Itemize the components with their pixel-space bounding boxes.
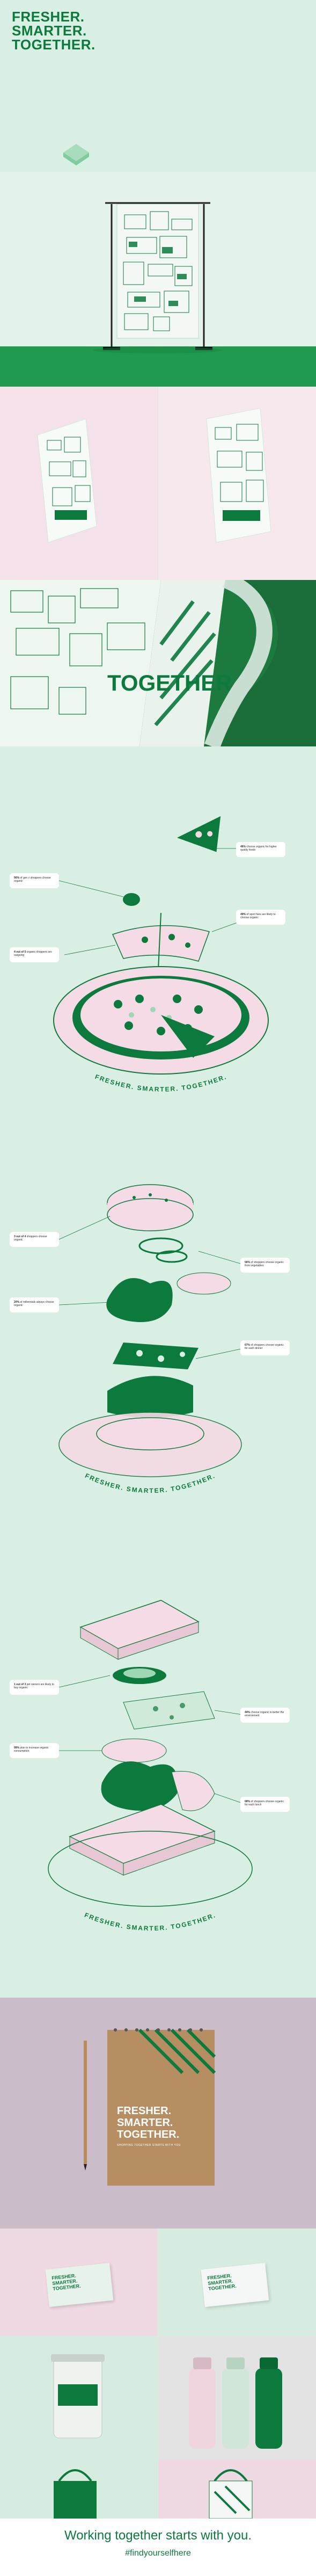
brand-logo-icon xyxy=(63,144,89,165)
sandwich-annotation-1: 1 out of 3 pet owners are likely to buy … xyxy=(10,1680,59,1695)
pizza-annotation-4: 4 out of 5 organic shoppers are outgoing xyxy=(10,947,59,962)
sandwich-annotation-4: 68% of shoppers choose organic for each … xyxy=(240,1797,290,1812)
burger-infographic-section: FRESHER. SMARTER. TOGETHER. 3 out of 4 s… xyxy=(0,1122,316,1514)
notebook-section: FRESHER. SMARTER. TOGETHER. SHOPPING TOG… xyxy=(0,1998,316,2229)
poster-title-text: TOGETHER. xyxy=(107,670,238,695)
sandwich-infographic-section: FRESHER. SMARTER. TOGETHER. 1 out of 3 p… xyxy=(0,1514,316,1998)
business-card-right: FRESHER. SMARTER. TOGETHER. xyxy=(201,2262,269,2307)
sandwich-annotation-3: 99% plan to increase organic consumption xyxy=(10,1743,59,1758)
pizza-slogan: FRESHER. SMARTER. TOGETHER. xyxy=(94,1073,228,1093)
poster-stand-illustration xyxy=(0,172,316,387)
burger-annotation-2: 56% of shoppers choose organic from vege… xyxy=(240,1258,290,1273)
notebook-line-1: FRESHER. xyxy=(117,2105,172,2117)
poster-stand-section xyxy=(0,172,316,387)
posters-pair-section xyxy=(0,387,316,580)
notebook-subline: SHOPPING TOGETHER STARTS WITH YOU xyxy=(117,2144,181,2147)
tote-bags-section xyxy=(0,2459,316,2519)
hero-headline: FRESHER. SMARTER. TOGETHER. xyxy=(12,10,95,52)
poster-closeup-section: TOGETHER. xyxy=(0,580,316,746)
footer-section: Working together starts with you. #findy… xyxy=(0,2519,316,2576)
pizza-annotation-1: 90% of gen z shoppers choose organic xyxy=(10,873,59,888)
burger-annotation-4: 67% of shoppers choose organic for each … xyxy=(240,1340,290,1355)
footer-tagline: Working together starts with you. xyxy=(64,2528,252,2543)
hero-headline-line-2: SMARTER. xyxy=(12,23,87,39)
pizza-infographic-section: FRESHER. SMARTER. TOGETHER. 90% of gen z… xyxy=(0,746,316,1122)
burger-annotation-3: 20% of millennials always choose organic xyxy=(10,1297,59,1312)
footer-hashtag: #findyourselfhere xyxy=(125,2549,191,2558)
pizza-annotation-2: 46% choose organic for higher quality fo… xyxy=(236,842,285,857)
burger-illustration: FRESHER. SMARTER. TOGETHER. xyxy=(58,1184,246,1494)
notebook-title: FRESHER. SMARTER. TOGETHER. xyxy=(117,2105,179,2140)
notebook-line-2: SMARTER. xyxy=(117,2117,173,2129)
pizza-illustration: FRESHER. SMARTER. TOGETHER. xyxy=(53,816,269,1093)
hero-headline-line-1: FRESHER. xyxy=(12,9,85,25)
sandwich-annotation-2: 44% choose organic to better the environ… xyxy=(240,1708,290,1723)
business-card-left: FRESHER. SMARTER. TOGETHER. xyxy=(45,2262,114,2307)
pizza-annotation-3: 49% of sport fans are likely to choose o… xyxy=(236,910,285,925)
notebook-illustration xyxy=(0,1998,316,2229)
jar-bottles-illustration xyxy=(0,2336,316,2459)
posters-pair-illustration xyxy=(0,387,316,580)
cards-section: FRESHER. SMARTER. TOGETHER. FRESHER. SMA… xyxy=(0,2229,316,2336)
jar-bottles-section xyxy=(0,2336,316,2459)
hero-section: FRESHER. SMARTER. TOGETHER. xyxy=(0,0,316,172)
notebook-line-3: TOGETHER. xyxy=(117,2129,180,2140)
burger-annotation-1: 3 out of 4 shoppers choose organic xyxy=(10,1232,59,1247)
poster-closeup-illustration: TOGETHER. xyxy=(0,580,316,746)
sandwich-slogan: FRESHER. SMARTER. TOGETHER. xyxy=(83,1911,217,1932)
tote-bags-illustration xyxy=(0,2459,316,2519)
hero-headline-line-3: TOGETHER. xyxy=(12,37,95,53)
sandwich-illustration: FRESHER. SMARTER. TOGETHER. xyxy=(48,1600,253,1932)
